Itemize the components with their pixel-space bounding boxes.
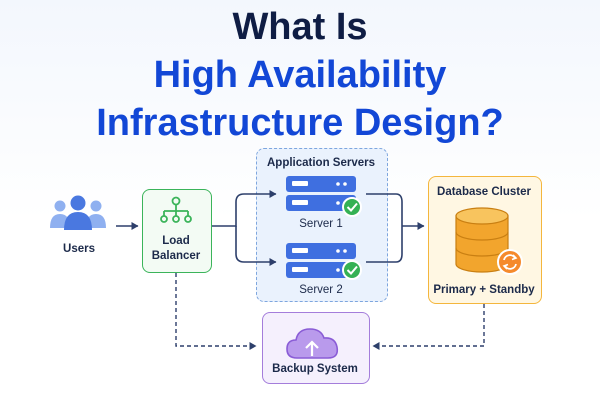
application-servers-title: Application Servers — [266, 157, 375, 169]
sync-icon — [497, 249, 523, 275]
cloud-upload-icon — [286, 328, 339, 359]
arrow-lb-to-server1 — [212, 190, 277, 227]
server-2-icon — [286, 243, 356, 278]
flow-arrows — [116, 190, 425, 266]
server-1-check-icon — [342, 197, 362, 217]
page-title-line-3: Infrastructure Design? — [96, 102, 504, 144]
page-title-line-1: What Is — [232, 6, 368, 48]
users-label: Users — [63, 243, 95, 255]
backup-system-label: Backup System — [272, 363, 358, 375]
load-balancer-label-line-1: Load — [162, 235, 190, 247]
load-balancer-label-line-2: Balancer — [151, 250, 201, 262]
server-1-label: Server 1 — [299, 218, 343, 230]
server-2-check-icon — [342, 260, 362, 280]
arrow-lb-to-backup — [175, 273, 257, 350]
server-1-icon — [286, 176, 356, 211]
backup-arrows — [175, 273, 485, 350]
arrow-lb-to-server2 — [235, 226, 277, 266]
arrow-server2-to-db — [366, 226, 403, 263]
arrow-db-to-backup — [372, 304, 485, 350]
database-cluster-title: Database Cluster — [437, 186, 531, 198]
network-tree-icon — [160, 196, 192, 223]
page-title-line-2: High Availability — [153, 54, 447, 96]
server-2-label: Server 2 — [299, 284, 343, 296]
users-group-icon — [50, 195, 106, 230]
database-cluster-label: Primary + Standby — [433, 284, 535, 296]
arrow-server1-to-db — [366, 193, 403, 226]
load-balancer-box — [142, 189, 212, 273]
database-icon — [455, 207, 509, 273]
